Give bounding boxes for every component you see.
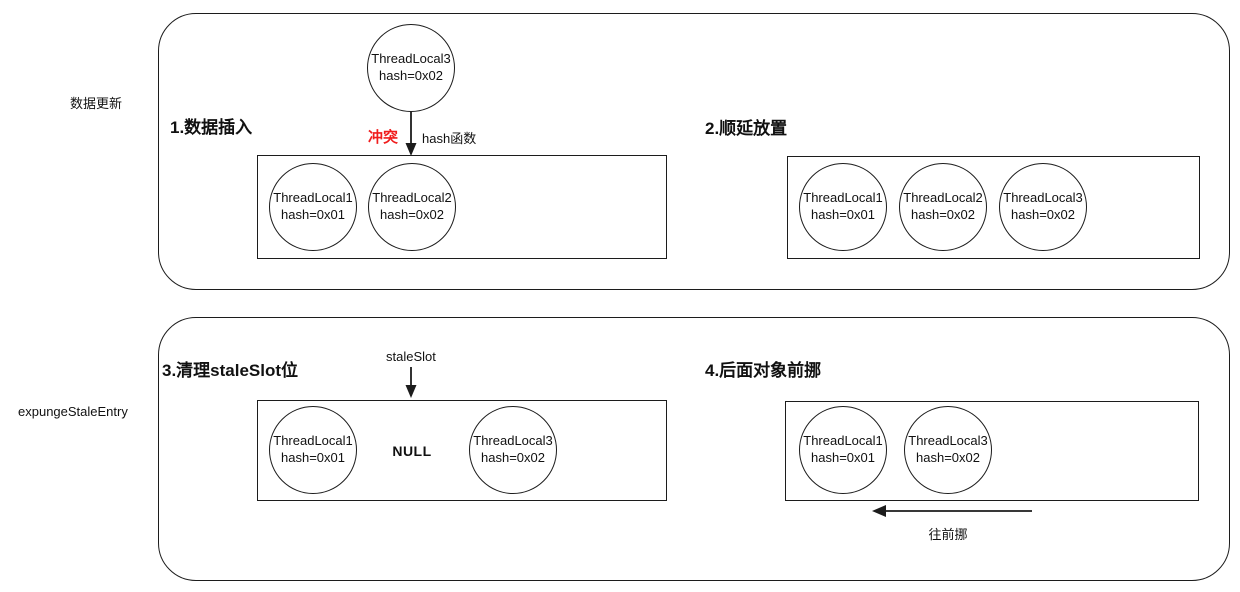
node-hash: hash=0x02 <box>481 450 545 465</box>
node-label: ThreadLocal3 <box>371 51 451 67</box>
node-hash: hash=0x01 <box>811 207 875 222</box>
step4-slot-threadlocal3: ThreadLocal3 hash=0x02 <box>904 406 992 494</box>
step3-slot-threadlocal3: ThreadLocal3 hash=0x02 <box>469 406 557 494</box>
node-hash: hash=0x01 <box>281 450 345 465</box>
node-label: ThreadLocal1 <box>273 190 353 206</box>
node-label: ThreadLocal1 <box>273 433 353 449</box>
node-label: ThreadLocal1 <box>803 190 883 206</box>
node-label: ThreadLocal1 <box>803 433 883 449</box>
node-hash: hash=0x02 <box>379 68 443 83</box>
row2-side-label: expungeStaleEntry <box>18 404 128 419</box>
null-slot-label: NULL <box>392 443 432 459</box>
incoming-node-threadlocal3: ThreadLocal3 hash=0x02 <box>367 24 455 112</box>
step4-slot-threadlocal1: ThreadLocal1 hash=0x01 <box>799 406 887 494</box>
step1-slot-threadlocal2: ThreadLocal2 hash=0x02 <box>368 163 456 251</box>
node-hash: hash=0x02 <box>916 450 980 465</box>
step1-title: 1.数据插入 <box>170 118 253 137</box>
stale-slot-label: staleSlot <box>386 349 436 364</box>
node-hash: hash=0x02 <box>380 207 444 222</box>
step2-title: 2.顺延放置 <box>705 119 788 138</box>
step2-slot-threadlocal2: ThreadLocal2 hash=0x02 <box>899 163 987 251</box>
stale-slot-arrow-icon <box>405 367 417 398</box>
move-forward-arrow-icon <box>872 505 1032 517</box>
collision-arrow-icon <box>405 112 417 156</box>
node-hash: hash=0x02 <box>1011 207 1075 222</box>
node-hash: hash=0x01 <box>281 207 345 222</box>
node-label: ThreadLocal3 <box>908 433 988 449</box>
hash-function-label: hash函数 <box>422 131 477 146</box>
step2-slot-threadlocal3: ThreadLocal3 hash=0x02 <box>999 163 1087 251</box>
node-hash: hash=0x01 <box>811 450 875 465</box>
step4-title: 4.后面对象前挪 <box>705 361 822 380</box>
node-label: ThreadLocal2 <box>903 190 983 206</box>
step3-slot-threadlocal1: ThreadLocal1 hash=0x01 <box>269 406 357 494</box>
node-label: ThreadLocal3 <box>473 433 553 449</box>
node-label: ThreadLocal2 <box>372 190 452 206</box>
move-forward-label: 往前挪 <box>928 527 968 542</box>
node-label: ThreadLocal3 <box>1003 190 1083 206</box>
step3-title: 3.清理staleSlot位 <box>162 361 299 380</box>
node-hash: hash=0x02 <box>911 207 975 222</box>
step1-slot-threadlocal1: ThreadLocal1 hash=0x01 <box>269 163 357 251</box>
step2-slot-threadlocal1: ThreadLocal1 hash=0x01 <box>799 163 887 251</box>
collision-label: 冲突 <box>368 129 399 146</box>
row1-side-label: 数据更新 <box>70 96 123 111</box>
